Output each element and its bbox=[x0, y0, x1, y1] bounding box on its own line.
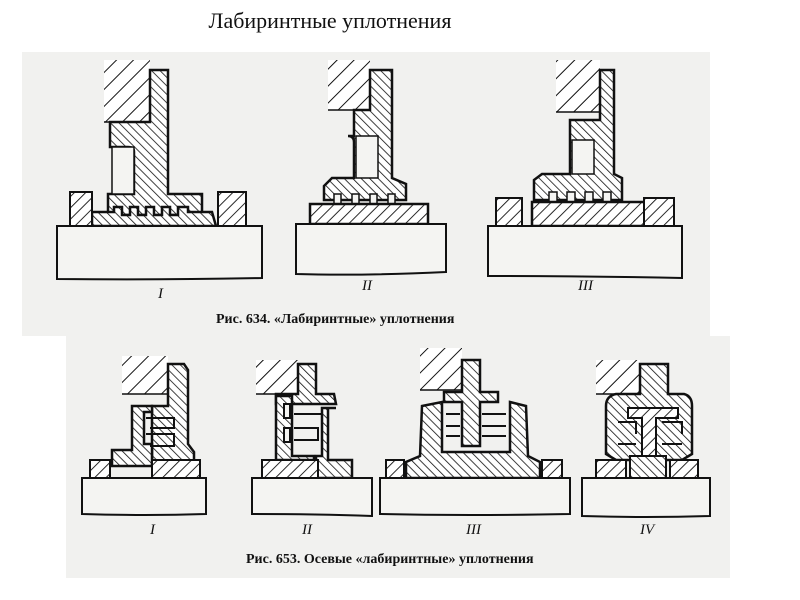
figure-653-drawing bbox=[81, 348, 711, 518]
fig634-label-I: I bbox=[158, 286, 163, 302]
slide-title: Лабиринтные уплотнения bbox=[208, 8, 452, 33]
fig653-variant-II bbox=[251, 360, 373, 518]
fig653-variant-I bbox=[81, 356, 207, 516]
fig653-label-II: II bbox=[302, 522, 312, 538]
fig653-label-III: III bbox=[466, 522, 481, 538]
figure-653-scan: I II III IV Рис. 653. Осевые «лабиринтны… bbox=[66, 336, 730, 578]
fig634-label-III: III bbox=[578, 278, 593, 294]
fig634-variant-I bbox=[56, 60, 263, 281]
figure-634-scan: I II III Рис. 634. «Лабиринтные» уплотне… bbox=[22, 52, 710, 336]
figure-634-drawing bbox=[56, 60, 683, 281]
fig634-caption: Рис. 634. «Лабиринтные» уплотнения bbox=[216, 312, 455, 327]
housing bbox=[104, 60, 150, 122]
fig653-caption: Рис. 653. Осевые «лабиринтные» уплотнени… bbox=[246, 552, 534, 567]
fig653-label-IV: IV bbox=[640, 522, 655, 538]
fig634-label-II: II bbox=[362, 278, 372, 294]
fig653-variant-IV bbox=[581, 360, 711, 518]
shaft bbox=[56, 225, 263, 281]
fig653-label-I: I bbox=[150, 522, 155, 538]
fig634-variant-III bbox=[487, 60, 683, 280]
sleeve bbox=[90, 205, 218, 228]
fig653-variant-III bbox=[379, 348, 571, 516]
fig634-variant-II bbox=[295, 60, 447, 276]
